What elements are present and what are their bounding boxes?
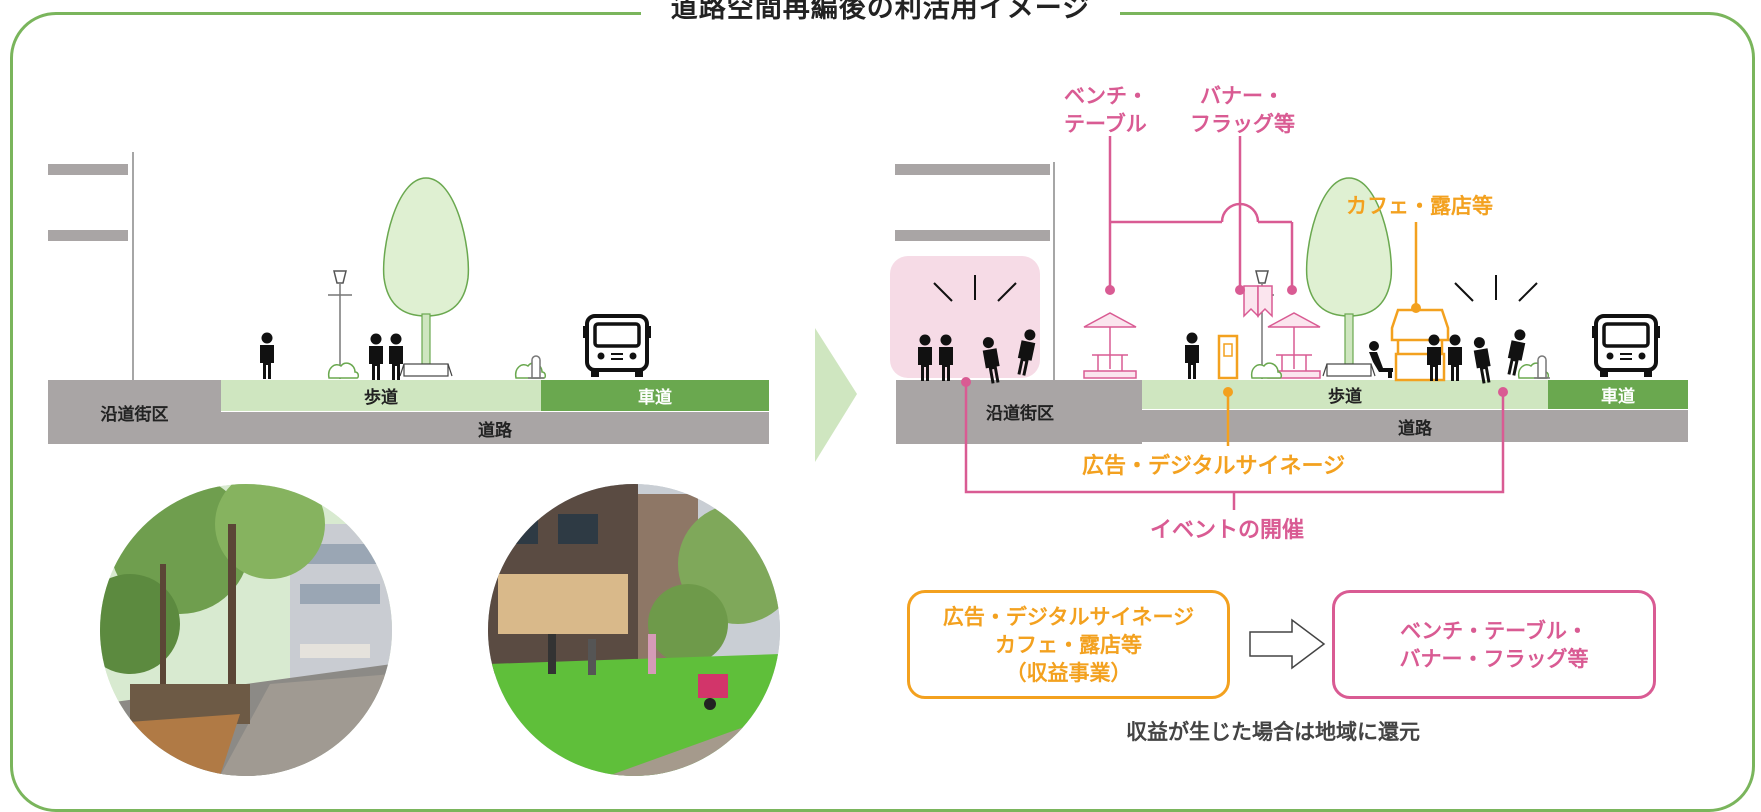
right-person-icon [1185, 332, 1199, 379]
signage-connector [1226, 222, 1418, 446]
revenue-line-2: カフェ・露店等 [995, 632, 1142, 657]
cafe-stall-icon [1390, 308, 1450, 382]
left-sidewalk-band [221, 380, 541, 411]
arrow-right-icon [815, 328, 857, 462]
left-bus-icon [581, 314, 653, 379]
lawn-plaza-photo [488, 484, 780, 776]
page-title: 道路空間再編後の利活用イメージ [640, 0, 1121, 25]
footer-note: 収益が生じた場合は地域に還元 [1126, 720, 1420, 744]
banner-flag-icon [1243, 285, 1273, 318]
callout-bench-line1: ベンチ・ [1064, 84, 1148, 108]
signage-icon [1217, 334, 1239, 380]
left-road-label: 道路 [478, 420, 512, 441]
callout-bench-line2: テーブル [1064, 112, 1147, 136]
excitement-lines [933, 275, 1538, 302]
callout-banner-line2: フラッグ等 [1190, 112, 1295, 136]
callout-banner-line1: バナー・ [1200, 84, 1284, 108]
left-building [48, 152, 134, 380]
bench-banner-connector [1108, 136, 1294, 288]
revenue-box: 広告・デジタルサイネージ カフェ・露店等 （収益事業） [907, 590, 1230, 699]
right-roadside-label: 沿道街区 [986, 403, 1054, 424]
benefit-box: ベンチ・テーブル・ バナー・フラッグ等 [1332, 590, 1656, 699]
left-person-icon [260, 332, 274, 379]
street-cafe-photo [100, 484, 392, 776]
parasol-table-icon [1083, 312, 1137, 379]
benefit-line-2: バナー・フラッグ等 [1399, 646, 1589, 671]
left-shrub-icon [327, 362, 360, 379]
arrow-right-icon [1249, 618, 1326, 670]
diagram-graphics [48, 136, 1688, 670]
orange-dots [1223, 303, 1421, 397]
left-sidewalk-label: 歩道 [364, 388, 398, 408]
left-shrub-icon [514, 362, 547, 379]
bus-icon [1590, 314, 1662, 379]
title-bar: 道路空間再編後の利活用イメージ [0, 0, 1761, 26]
left-road-band [221, 412, 769, 444]
revenue-line-1: 広告・デジタルサイネージ [942, 604, 1195, 629]
event-area [890, 256, 1040, 378]
right-sidewalk-band [1142, 380, 1548, 409]
right-person-icon [1448, 334, 1462, 381]
right-sidewalk-label: 歩道 [1328, 387, 1362, 407]
left-roadway-label: 車道 [638, 388, 672, 408]
shrub-icon [1250, 362, 1283, 379]
callout-cafe: カフェ・露店等 [1346, 194, 1493, 218]
left-roadway-band [541, 380, 769, 411]
dancing-person-icon [1471, 335, 1494, 385]
right-building [895, 162, 1055, 380]
right-roadway-band [1548, 380, 1688, 409]
callout-event: イベントの開催 [1150, 518, 1305, 543]
benefit-line-1: ベンチ・テーブル・ [1400, 618, 1588, 643]
right-roadway-label: 車道 [1601, 387, 1635, 407]
right-road-band [1142, 410, 1688, 442]
left-person-icon [369, 333, 383, 380]
revenue-line-3: （収益事業） [1005, 660, 1132, 685]
event-connector [964, 382, 1505, 510]
right-road-label: 道路 [1398, 418, 1432, 439]
left-roadside-block [48, 380, 221, 444]
left-roadside-label: 沿道街区 [100, 404, 169, 425]
right-roadside-block [896, 380, 1142, 444]
callout-signage: 広告・デジタルサイネージ [1082, 454, 1346, 479]
seated-person-icon [1369, 341, 1393, 378]
